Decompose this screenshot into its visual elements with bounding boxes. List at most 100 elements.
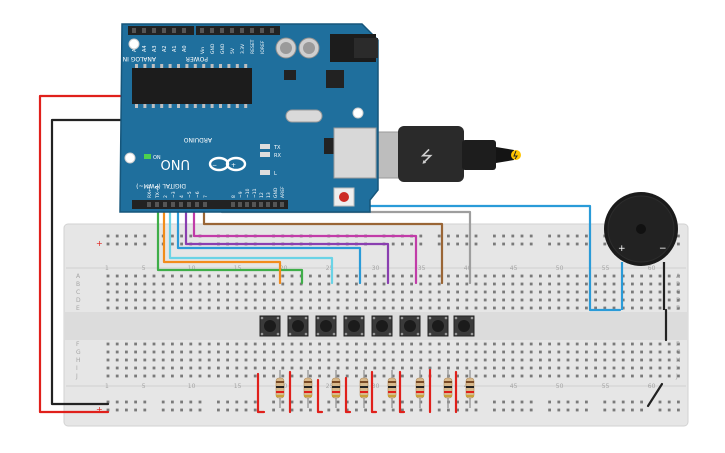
mounting-hole <box>352 107 364 119</box>
column-number: 45 <box>510 383 518 390</box>
resistor[interactable] <box>303 370 313 408</box>
push-button[interactable] <box>399 315 421 337</box>
pin-label: ~11 <box>252 188 258 198</box>
column-number: 5 <box>142 383 146 390</box>
row-letter: I <box>676 365 678 372</box>
row-letter: E <box>76 305 80 312</box>
pin-label: ~9 <box>238 191 244 198</box>
column-numbers: 1155101015152020252530303535404045455050… <box>105 265 656 390</box>
arduino-logo: − + ARDUINO UNO <box>161 136 247 172</box>
resistor[interactable] <box>465 370 475 408</box>
column-number: 55 <box>602 383 610 390</box>
mounting-hole <box>128 38 140 50</box>
red-jumper-wire[interactable] <box>370 370 378 414</box>
column-number: 1 <box>105 383 109 390</box>
resistor[interactable] <box>359 370 369 408</box>
rx-label: RX <box>274 153 281 159</box>
row-letter: G <box>676 349 681 356</box>
wire-pin3[interactable] <box>162 198 282 285</box>
logo-plus: + <box>231 162 236 169</box>
on-label: ON <box>153 155 161 161</box>
column-number: 50 <box>556 383 564 390</box>
crystal <box>285 109 323 123</box>
row-letter: F <box>76 341 80 348</box>
pin-label: GND <box>220 43 226 54</box>
usb-cable-tail <box>496 147 514 163</box>
push-buttons[interactable] <box>259 315 475 337</box>
usb-cable[interactable]: ⭍ <box>371 126 521 182</box>
pin-label: IOREF <box>260 40 266 54</box>
row-letter: H <box>676 357 681 364</box>
pin-label: A3 <box>152 45 158 52</box>
row-letter: H <box>76 357 81 364</box>
column-number: 50 <box>556 265 564 272</box>
resistor[interactable] <box>387 370 397 408</box>
wire-pin6[interactable] <box>184 198 390 285</box>
red-jumper-wire[interactable] <box>398 370 406 414</box>
usb-strain-relief <box>462 140 496 170</box>
atmega-chip <box>132 68 252 104</box>
pin-label: 13 <box>266 192 272 198</box>
column-number: 60 <box>648 383 656 390</box>
row-letter: D <box>76 297 81 304</box>
lightning-icon <box>511 150 521 160</box>
usb-socket <box>333 127 377 179</box>
column-number: 55 <box>602 265 610 272</box>
push-button[interactable] <box>259 315 281 337</box>
column-number: 10 <box>188 383 196 390</box>
rail-plus-label: + <box>96 239 103 248</box>
column-number: 10 <box>188 265 196 272</box>
red-jumper-wire[interactable] <box>344 376 352 414</box>
column-number: 25 <box>326 265 334 272</box>
push-button[interactable] <box>287 315 309 337</box>
push-button[interactable] <box>453 315 475 337</box>
pin-label: Vin <box>200 47 206 54</box>
digital-header-high[interactable] <box>214 200 288 209</box>
row-letter: B <box>676 281 680 288</box>
small-chip <box>284 70 296 80</box>
wire-pin4[interactable] <box>168 198 334 285</box>
resistor[interactable] <box>331 370 341 408</box>
push-button[interactable] <box>371 315 393 337</box>
pin-label: ~10 <box>245 188 251 198</box>
push-button[interactable] <box>427 315 449 337</box>
analog-in-title: ANALOG IN <box>123 55 156 62</box>
tx-led <box>260 144 270 149</box>
power-header[interactable] <box>196 26 280 35</box>
push-button[interactable] <box>315 315 337 337</box>
push-button[interactable] <box>343 315 365 337</box>
resistor-power-jumpers[interactable] <box>256 368 458 414</box>
wire-pin2[interactable] <box>156 198 304 285</box>
resistors[interactable] <box>275 370 475 408</box>
resistor[interactable] <box>443 370 453 408</box>
column-number: 35 <box>418 265 426 272</box>
wire-gnd-jumper[interactable] <box>646 382 664 408</box>
pin-label: RESET <box>250 39 256 54</box>
red-jumper-wire[interactable] <box>316 378 324 414</box>
rx-led <box>260 152 270 157</box>
analog-header-strip <box>128 26 194 35</box>
voltage-regulator <box>326 70 344 88</box>
pin-label: 2 <box>163 195 169 198</box>
column-number: 40 <box>464 265 472 272</box>
pin-label: 4 <box>179 195 185 198</box>
row-letter: J <box>675 373 678 380</box>
red-jumper-wire[interactable] <box>256 372 266 414</box>
reset-button-cap[interactable] <box>339 192 349 202</box>
buzzer-plus-label: + <box>618 244 626 254</box>
row-letter: D <box>676 297 681 304</box>
row-letter: C <box>676 289 680 296</box>
piezo-buzzer[interactable]: + − <box>604 192 678 310</box>
resistor[interactable] <box>275 370 285 408</box>
pin-label: 8 <box>231 195 237 198</box>
resistor[interactable] <box>415 370 425 408</box>
l-led <box>260 170 270 175</box>
column-number: 5 <box>142 265 146 272</box>
arduino-brand: ARDUINO <box>183 136 212 143</box>
wire-pin5[interactable] <box>176 198 362 285</box>
rail-plus-label-bottom: + <box>96 405 103 414</box>
column-number: 30 <box>372 383 380 390</box>
wire-pin7[interactable] <box>192 198 418 285</box>
